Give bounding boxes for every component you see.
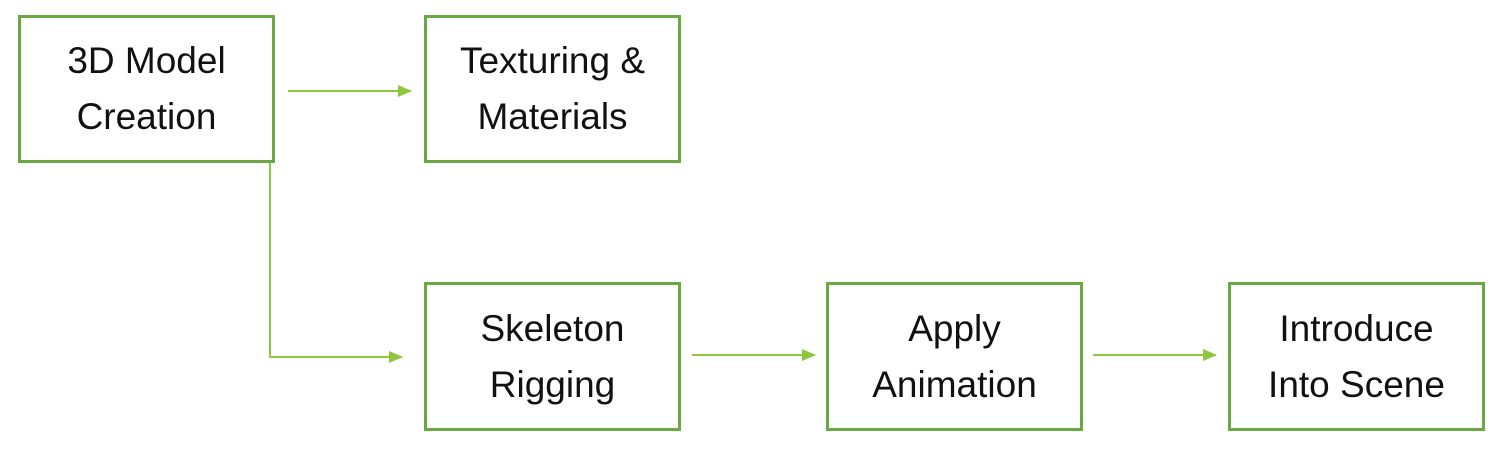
node-label: Introduce Into Scene bbox=[1268, 307, 1445, 405]
node-label: Apply Animation bbox=[872, 307, 1037, 405]
node-label: Texturing & Materials bbox=[459, 40, 646, 137]
node-skeleton-rigging: Skeleton Rigging bbox=[424, 282, 681, 431]
node-introduce-into-scene: Introduce Into Scene bbox=[1228, 282, 1485, 431]
node-3d-model-creation: 3D Model Creation bbox=[18, 15, 275, 163]
node-label: Skeleton Rigging bbox=[480, 307, 625, 405]
arrow-model-to-rigging bbox=[138, 161, 403, 363]
node-label: 3D Model Creation bbox=[67, 40, 226, 137]
node-texturing-materials: Texturing & Materials bbox=[424, 15, 681, 163]
node-apply-animation: Apply Animation bbox=[826, 282, 1083, 431]
